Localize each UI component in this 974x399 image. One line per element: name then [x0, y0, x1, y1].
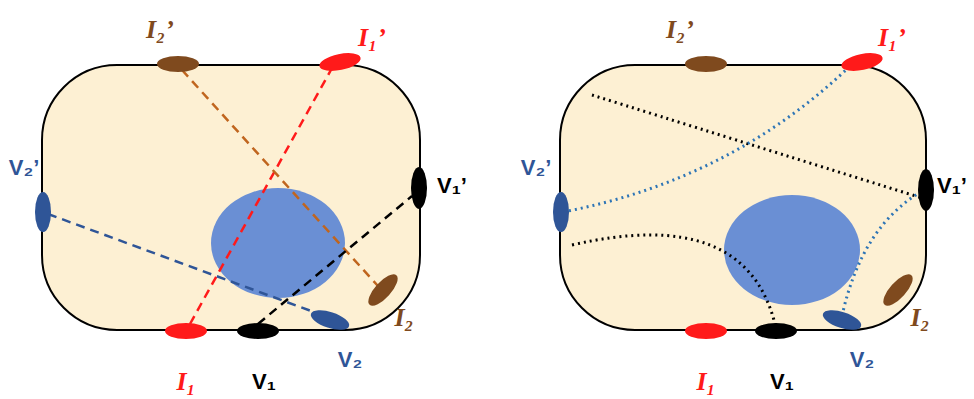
- electrode: [918, 169, 934, 211]
- voltage-electrode-label: V₂’: [9, 157, 40, 179]
- electrode: [237, 323, 279, 339]
- voltage-electrode-label: V₁: [252, 371, 276, 393]
- electrode: [685, 323, 727, 339]
- equipotential-line: [842, 190, 924, 316]
- equipotential-line: [563, 68, 848, 212]
- projection-lines: [48, 68, 412, 324]
- equipotential-line: [572, 235, 775, 324]
- electrode: [318, 50, 362, 74]
- electrode: [685, 56, 727, 72]
- current-electrode-label: I₁: [176, 369, 195, 395]
- electrode: [840, 50, 884, 74]
- body-outline: [560, 65, 926, 330]
- electrode: [411, 167, 427, 209]
- electrode: [553, 192, 569, 232]
- electrodes: [553, 50, 934, 339]
- electrode: [157, 56, 199, 72]
- electrode: [755, 323, 797, 339]
- voltage-electrode-label: V₂: [850, 349, 874, 371]
- electrode: [821, 306, 864, 334]
- current-electrode-label: I₂’: [666, 17, 694, 43]
- electrodes: [35, 50, 427, 339]
- projection-line: [190, 68, 332, 324]
- current-electrode-label: I₂’: [146, 17, 174, 43]
- current-electrode-label: I₁: [696, 369, 715, 395]
- projection-line: [258, 196, 412, 324]
- equipotential-lines: [563, 68, 924, 324]
- voltage-electrode-label: V₁’: [937, 175, 967, 197]
- current-electrode-label: I₁’: [878, 25, 906, 51]
- electrode: [309, 306, 352, 334]
- electrode: [35, 192, 51, 232]
- electrode: [165, 323, 207, 339]
- voltage-electrode-label: V₂: [338, 349, 362, 371]
- equipotential-line: [592, 95, 922, 198]
- projection-line: [182, 70, 378, 286]
- inclusion: [724, 195, 860, 305]
- voltage-electrode-label: V₁’: [437, 175, 467, 197]
- voltage-electrode-label: V₂’: [521, 157, 552, 179]
- voltage-electrode-label: V₁: [770, 371, 794, 393]
- current-electrode-label: I₂: [910, 305, 929, 331]
- projection-line: [48, 214, 330, 318]
- current-electrode-label: I₂: [394, 305, 413, 331]
- body-outline: [42, 65, 420, 330]
- current-electrode-label: I₁’: [358, 25, 386, 51]
